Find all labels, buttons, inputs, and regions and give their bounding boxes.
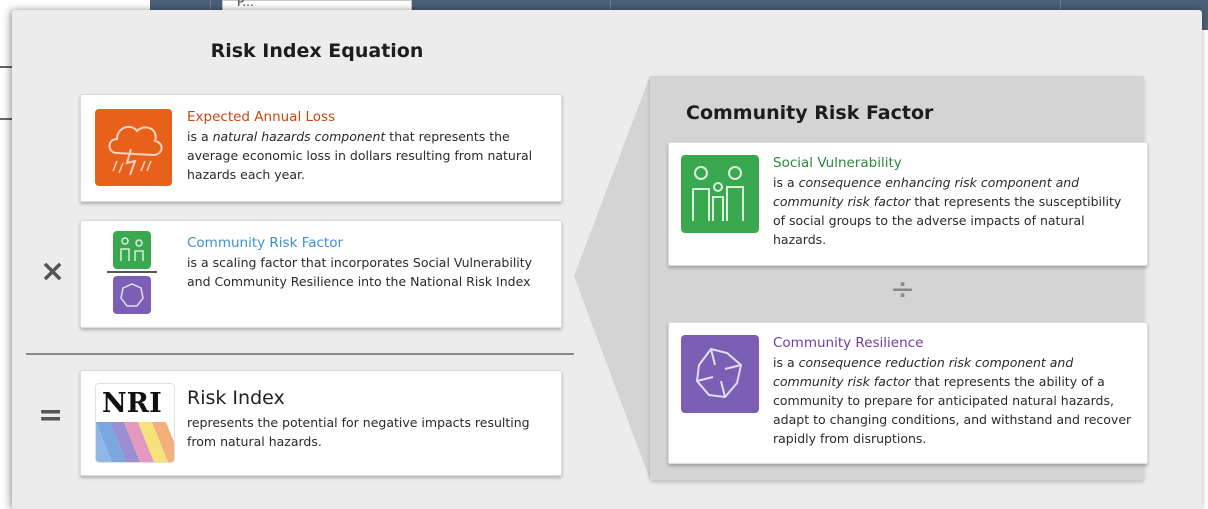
expected-annual-loss-card: Expected Annual Loss is a natural hazard… [80, 94, 562, 202]
community-resilience-text: Community Resilience is a consequence re… [773, 333, 1133, 448]
storm-cloud-icon [95, 109, 172, 186]
eal-desc-post: that represents the average economic los… [187, 129, 533, 182]
people-icon [113, 231, 151, 269]
modal-title: Risk Index Equation [210, 40, 424, 62]
community-resilience-card: Community Resilience is a consequence re… [668, 322, 1148, 464]
cr-desc-emphasis: consequence reduction risk component and… [773, 355, 1074, 389]
people-icon [681, 155, 759, 233]
equals-operator: = [38, 398, 64, 433]
crf-description: is a scaling factor that incorporates So… [187, 255, 533, 289]
nri-logo: NRI [95, 383, 175, 463]
expected-annual-loss-text: Expected Annual Loss is a natural hazard… [187, 107, 547, 184]
hands-icon [113, 276, 151, 314]
risk-index-description: represents the potential for negative im… [187, 415, 530, 449]
eal-desc-emphasis: natural hazards component [212, 129, 386, 144]
cr-desc-pre: is a [773, 355, 799, 370]
sv-desc-post: that represents the susceptibility of so… [773, 194, 1122, 247]
community-risk-factor-text: Community Risk Factor is a scaling facto… [187, 233, 547, 291]
panel-title: Community Risk Factor [686, 102, 934, 124]
social-vulnerability-heading: Social Vulnerability [773, 155, 902, 171]
expected-annual-loss-heading: Expected Annual Loss [187, 109, 336, 125]
hands-icon [681, 335, 759, 413]
risk-index-heading: Risk Index [187, 387, 285, 409]
cr-desc-post: that represents the ability of a communi… [773, 374, 1132, 446]
fraction-bar [107, 271, 157, 273]
social-vulnerability-text: Social Vulnerability is a consequence en… [773, 153, 1133, 249]
divide-operator: ÷ [890, 272, 916, 307]
background-tab-label: P... [237, 0, 254, 9]
funnel-connector [574, 76, 650, 480]
community-risk-factor-heading: Community Risk Factor [187, 235, 344, 251]
risk-equation-modal: Risk Index Equation Expected Annual Loss… [12, 10, 1202, 509]
equation-divider [26, 353, 574, 355]
community-resilience-heading: Community Resilience [773, 335, 924, 351]
social-vulnerability-card: Social Vulnerability is a consequence en… [668, 142, 1148, 266]
sv-desc-emphasis: consequence enhancing risk component and… [773, 175, 1080, 209]
nri-logo-text: NRI [102, 388, 162, 419]
risk-index-text: Risk Index represents the potential for … [187, 385, 547, 451]
community-risk-factor-card: Community Risk Factor is a scaling facto… [80, 220, 562, 328]
multiply-operator: × [40, 254, 66, 289]
sv-desc-pre: is a [773, 175, 799, 190]
eal-desc-pre: is a [187, 129, 213, 144]
risk-index-card: NRI Risk Index represents the potential … [80, 370, 562, 476]
